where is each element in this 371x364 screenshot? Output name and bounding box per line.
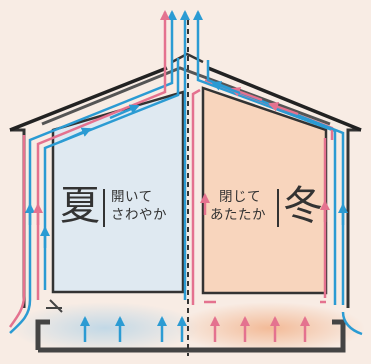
winter-airflow [191, 9, 363, 342]
winter-underfloor-glow [175, 302, 365, 354]
winter-warm-label: あたたか [210, 207, 266, 223]
winter-text-divider [277, 189, 279, 227]
right-outer-wall [346, 128, 361, 308]
summer-text-divider [103, 189, 105, 227]
inner-roof [41, 66, 331, 126]
summer-underfloor-glow [10, 302, 200, 354]
roof-left [9, 66, 168, 132]
floor-damper-icon [46, 299, 63, 313]
foundation [35, 319, 346, 353]
roof-right [207, 66, 362, 132]
winter-closed-label: 閉じて [219, 189, 261, 205]
summer-fresh-label: さわやか [111, 207, 167, 223]
summer-open-label: 開いて [111, 189, 153, 205]
summer-airflow [8, 10, 190, 342]
winter-season-label: 冬 [283, 183, 323, 229]
left-outer-wall [10, 128, 26, 308]
summer-season-label: 夏 [60, 183, 100, 229]
